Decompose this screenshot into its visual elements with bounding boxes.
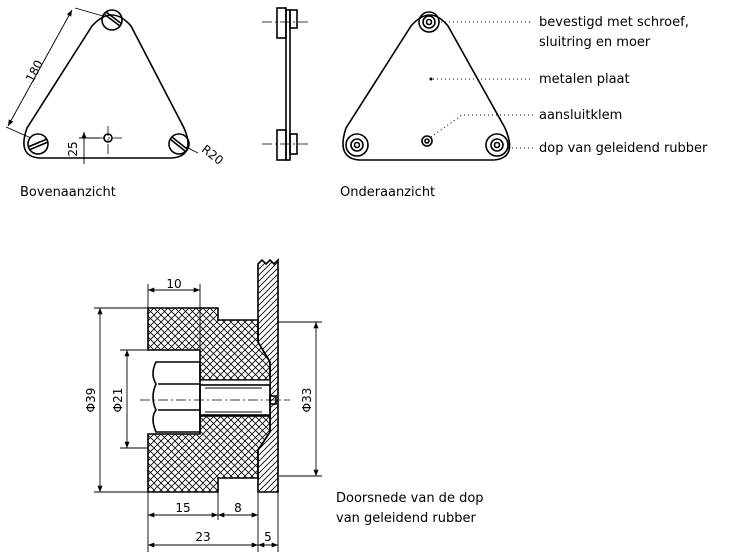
hex-nut xyxy=(152,361,201,433)
dim-r20-leader xyxy=(185,146,199,154)
screw-right xyxy=(168,133,190,155)
plate-marker-dot xyxy=(429,77,433,81)
bottom-view: bevestigd met schroef, sluitring en moer… xyxy=(340,11,708,200)
callout-fastening-line1: bevestigd met schroef, xyxy=(539,15,689,30)
dim-25-label: 25 xyxy=(66,141,80,156)
section-view: Φ39 Φ21 Φ33 10 15 8 23 5 Doorsnede van d… xyxy=(84,258,484,552)
section-caption-line2: van geleidend rubber xyxy=(336,511,476,526)
screw-top xyxy=(101,9,123,31)
triangle-plate-outline xyxy=(23,14,189,159)
callout-rubber-cap: dop van geleidend rubber xyxy=(539,141,708,156)
dim-180-line xyxy=(7,9,73,127)
dim-d33-label: Φ33 xyxy=(300,388,314,413)
bottom-plate-outline xyxy=(342,14,511,161)
nut-top xyxy=(418,11,440,33)
screw-left xyxy=(27,133,49,155)
callout-terminal: aansluitklem xyxy=(539,108,622,123)
rubber-cap-section xyxy=(147,307,271,381)
dim-10-label: 10 xyxy=(166,277,181,291)
dim-8-label: 8 xyxy=(234,501,242,515)
top-view: 180 25 R20 Bovenaanzicht xyxy=(5,7,226,200)
terminal-hole-top xyxy=(95,126,122,158)
rubber-cap-right xyxy=(485,133,509,157)
bottom-view-caption: Onderaanzicht xyxy=(340,185,435,200)
dim-15-label: 15 xyxy=(175,501,190,515)
side-plate xyxy=(285,9,291,161)
dim-180-label: 180 xyxy=(23,58,46,85)
callout-metal-plate: metalen plaat xyxy=(539,72,630,87)
dim-23-label: 23 xyxy=(195,530,210,544)
dim-d39-label: Φ39 xyxy=(84,388,98,413)
dim-r20-label: R20 xyxy=(199,142,226,168)
top-view-caption: Bovenaanzicht xyxy=(20,185,116,200)
terminal-clamp xyxy=(421,135,433,147)
callout-fastening-line2: sluitring en moer xyxy=(539,35,651,50)
dim-d21-label: Φ21 xyxy=(111,388,125,413)
dim-5-label: 5 xyxy=(264,530,272,544)
side-view xyxy=(262,7,308,161)
rubber-cap-left xyxy=(345,133,369,157)
section-caption-line1: Doorsnede van de dop xyxy=(336,491,484,506)
